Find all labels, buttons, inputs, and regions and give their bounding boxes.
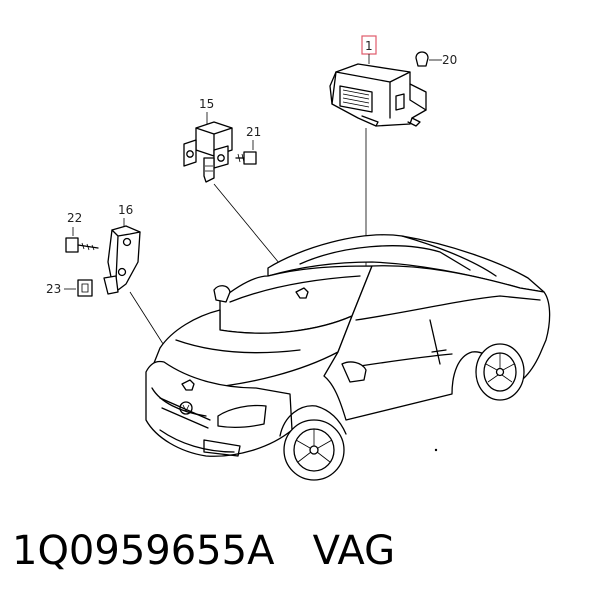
part-caption: 1Q0959655A VAG (12, 528, 395, 574)
callout-label-22: 22 (67, 211, 82, 225)
bolt-21 (243, 151, 257, 165)
crash-sensor-16 (103, 225, 141, 295)
callout-label-23: 23 (46, 282, 61, 296)
car-illustration (145, 234, 551, 481)
callout-label-16: 16 (118, 203, 133, 217)
arrow-16 (181, 379, 195, 391)
callout-label-15: 15 (199, 97, 214, 111)
callout-16: 16 (118, 203, 133, 226)
callout-21: 21 (235, 125, 261, 165)
callout-23: 23 (46, 279, 93, 297)
crash-sensor-15 (183, 121, 233, 183)
callout-15: 15 (199, 97, 214, 124)
part-number: 1Q0959655A (12, 528, 275, 574)
callout-label-1: 1 (365, 39, 373, 53)
arrow-15 (295, 287, 309, 299)
callout-label-21: 21 (246, 125, 261, 139)
callout-20: 20 (415, 51, 457, 67)
nut-20 (415, 51, 429, 67)
callout-label-20: 20 (442, 53, 457, 67)
clip-23 (77, 279, 93, 297)
callout-22: 22 (65, 211, 99, 253)
callout-1: 1 (361, 35, 377, 64)
bolt-22 (65, 237, 79, 253)
airbag-control-unit (329, 63, 427, 127)
brand-name: VAG (312, 528, 396, 574)
